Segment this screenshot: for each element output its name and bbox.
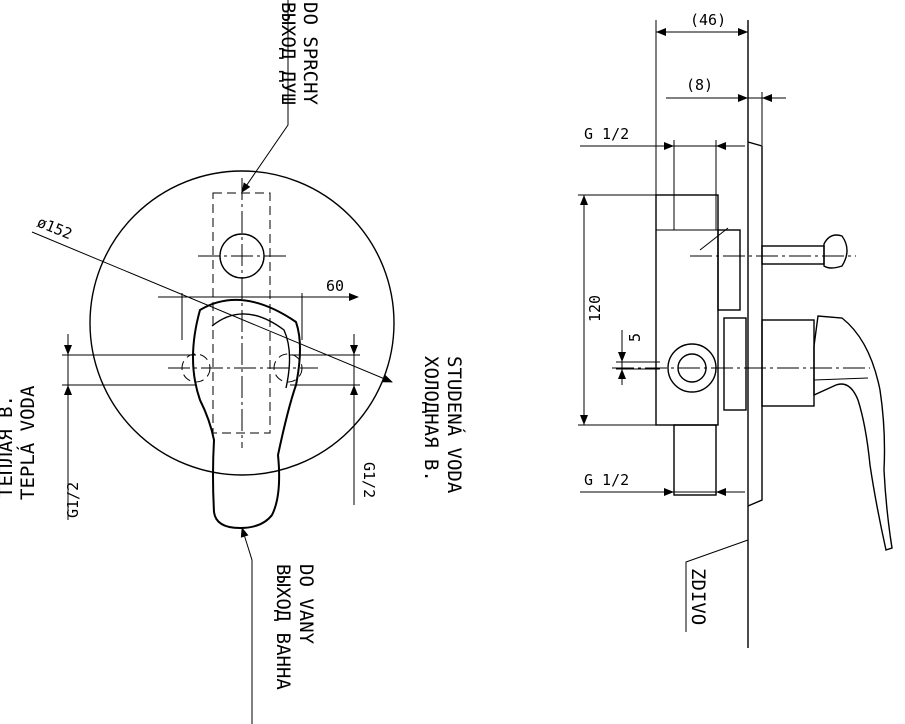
thread-bottom-arrow-left: [664, 488, 674, 496]
cold-water-line2: ХОЛОДНАЯ В.: [420, 356, 442, 482]
dim-46-arrow-left: [656, 28, 666, 36]
diverter-knob-profile: [823, 234, 848, 269]
lever-profile-inner: [813, 377, 869, 381]
outlet-bottom-line2: ВЫХОД ВАННА: [272, 564, 294, 690]
thread-bottom-label: G 1/2: [584, 471, 629, 489]
thread-bottom-arrow-right: [716, 488, 726, 496]
dim-g-right-arrow-top: [350, 345, 358, 355]
diverter-stem: [761, 245, 825, 265]
wall-label: ZDIVO: [687, 568, 709, 625]
dim-g-left-arrow-bottom: [64, 385, 72, 395]
front-view: 60 ø152 G1/2 G1/2 DO SPRCHY ВЫХОД ДУШ DO…: [0, 0, 466, 724]
diameter-label: ø152: [35, 213, 75, 243]
dim-5-arrow-top: [618, 352, 626, 362]
inlet-right-hidden: [273, 353, 303, 383]
dim-120-arrow-top: [580, 195, 588, 205]
warm-water-line1: TEPLÁ VODA: [16, 385, 39, 500]
thread-top-label: G 1/2: [584, 125, 629, 143]
lever-profile: [813, 315, 893, 551]
cover-plate-outline: [89, 170, 395, 476]
dim-8-arrow-right: [762, 94, 772, 102]
dim-g-right-arrow-bottom: [350, 385, 358, 395]
shower-leader: [241, 0, 289, 193]
thread-top-arrow-right: [716, 142, 726, 150]
cover-plate-profile: [747, 141, 763, 507]
thread-left-label: G1/2: [64, 482, 82, 518]
bath-leader: [240, 527, 253, 724]
dim-g-left-arrow-top: [64, 345, 72, 355]
wall-leader: [685, 539, 749, 632]
offset-label: 5: [626, 333, 644, 342]
diameter-leader: [31, 231, 393, 383]
height-label: 120: [586, 295, 604, 322]
dim-46-arrow-right: [738, 28, 748, 36]
depth-total-label: (46): [690, 11, 726, 29]
plate-thickness-label: (8): [686, 76, 713, 94]
dim-5-arrow-bottom: [618, 369, 626, 379]
thread-top-arrow-left: [664, 142, 674, 150]
dim-120-arrow-bottom: [580, 415, 588, 425]
lever-handle: [192, 299, 301, 530]
outlet-top-line1: DO SPRCHY: [299, 2, 321, 106]
cold-water-line1: STUDENÁ VODA: [443, 356, 466, 494]
valve-body-rear: [717, 229, 741, 311]
cartridge-cap: [761, 319, 815, 407]
lower-outlet: [673, 424, 717, 496]
valve-internal-slope: [699, 227, 729, 251]
thread-right-label: G1/2: [360, 462, 378, 498]
outlet-top-line2: ВЫХОД ДУШ: [277, 2, 299, 105]
dim-8-arrow-left: [738, 94, 748, 102]
lever-inner-contour: [211, 313, 291, 389]
warm-water-line2: ТЁПЛАЯ В.: [0, 395, 17, 498]
dim-60-label: 60: [326, 277, 344, 295]
cartridge-body: [723, 317, 747, 411]
outlet-bottom-line1: DO VANY: [295, 564, 317, 645]
side-view: (46) (8) G 1/2 120 5: [578, 11, 893, 648]
